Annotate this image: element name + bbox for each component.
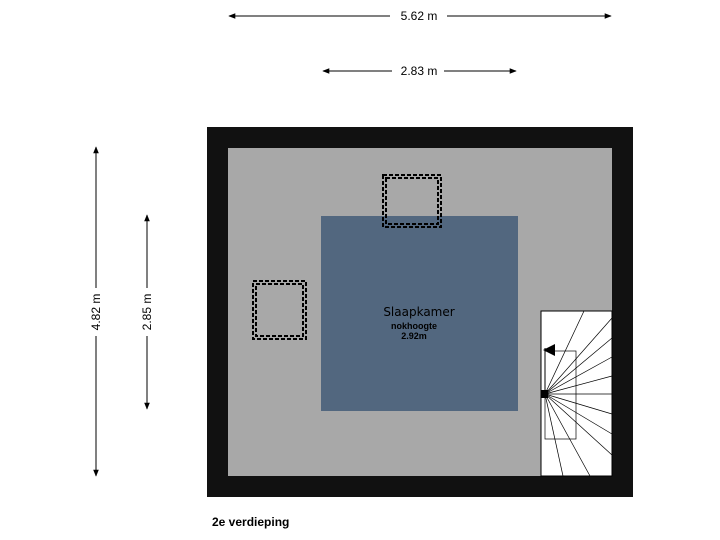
skylight-top <box>382 174 442 228</box>
floor-label: 2e verdieping <box>212 515 290 529</box>
room-name: Slaapkamer <box>383 305 454 319</box>
dimension-outer-width-label: 5.62 m <box>401 9 438 23</box>
room-slaapkamer <box>321 216 518 411</box>
skylight-left <box>252 280 307 340</box>
dimension-outer-height: 4.82 m <box>89 146 103 477</box>
dimension-outer-height-label: 4.82 m <box>89 294 103 331</box>
room-ridge-label: nokhoogte <box>391 321 437 331</box>
dimension-inner-width: 2.83 m <box>322 64 517 78</box>
room-ridge-height: 2.92m <box>401 331 427 341</box>
dimension-inner-height: 2.85 m <box>140 214 154 410</box>
dimension-inner-width-label: 2.83 m <box>401 64 438 78</box>
dimension-outer-width: 5.62 m <box>228 9 612 23</box>
staircase <box>540 310 613 477</box>
stair-direction-arrow-icon <box>543 344 555 356</box>
dimension-inner-height-label: 2.85 m <box>140 294 154 331</box>
